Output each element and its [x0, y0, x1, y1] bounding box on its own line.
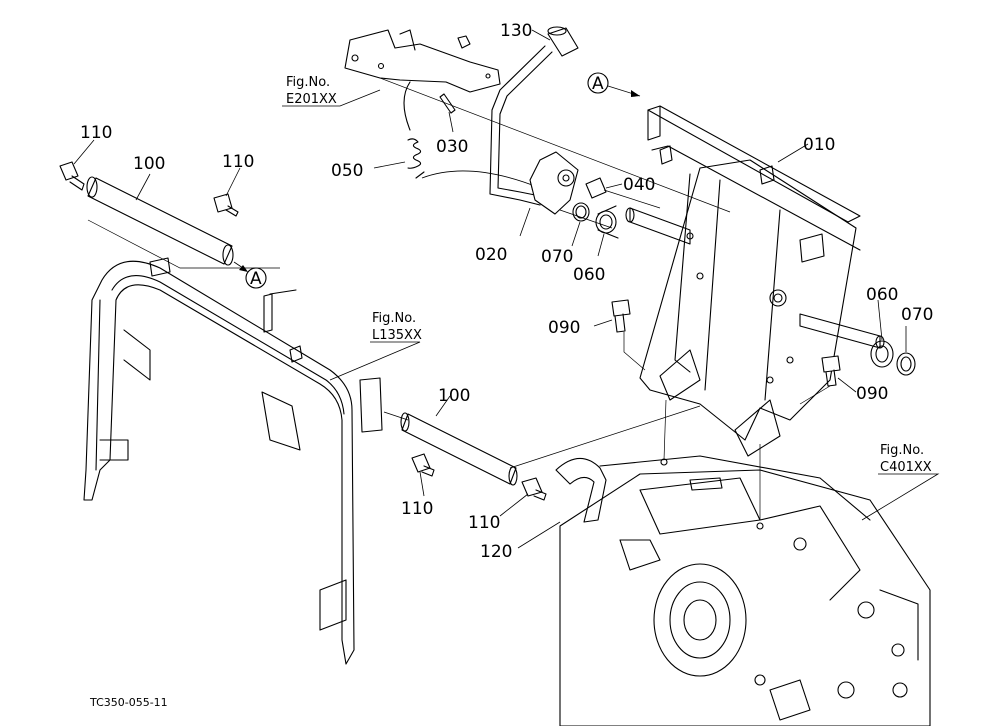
pin-030: [439, 93, 456, 114]
part-label-120: 120: [480, 542, 512, 562]
pipe-100-middle: [383, 411, 518, 486]
cross-shaft: [625, 207, 885, 349]
drawing-code: TC350-055-11: [89, 696, 168, 709]
reference-a-left: A: [233, 261, 267, 289]
part-label-110-bottom-left: 110: [401, 499, 433, 519]
part-label-090-left: 090: [548, 318, 580, 338]
bearing-060-top: [595, 205, 619, 239]
reference-a-left-label: A: [250, 269, 262, 289]
part-label-060-top: 060: [573, 265, 605, 285]
bolt-090-right: [821, 355, 841, 387]
snap-ring-070-right: [896, 352, 916, 376]
part-label-110-top-middle: 110: [222, 152, 254, 172]
bolt-110-top-middle: [213, 193, 239, 217]
grip-130: [547, 26, 579, 57]
fig-ref-e-label: Fig.No.: [286, 75, 330, 90]
part-label-050: 050: [331, 161, 363, 181]
frame-l135xx: [83, 257, 383, 665]
upper-link-plate: [344, 29, 501, 93]
part-label-070-top: 070: [541, 247, 573, 267]
collar-040: [585, 177, 607, 199]
fig-ref-l-code: L135XX: [372, 328, 422, 343]
bolt-110-bottom-right: [521, 477, 547, 501]
part-label-020: 020: [475, 245, 507, 265]
part-label-110-top-left: 110: [80, 123, 112, 143]
reference-a-top: A: [587, 72, 641, 97]
bolt-090-left: [611, 299, 631, 333]
lever-020: [489, 45, 579, 215]
bearing-060-right: [870, 340, 894, 368]
part-label-130: 130: [500, 21, 532, 41]
part-label-010: 010: [803, 135, 835, 155]
hook-120: [555, 457, 607, 523]
bolt-110-bottom-left: [411, 453, 435, 477]
bolt-110-top-left: [59, 161, 85, 191]
spring-050: [403, 81, 425, 179]
transmission-case-c401xx: [559, 399, 931, 726]
part-label-100-top: 100: [133, 154, 165, 174]
reference-a-top-label: A: [592, 74, 604, 94]
part-label-100-middle: 100: [438, 386, 470, 406]
part-label-090-right: 090: [856, 384, 888, 404]
part-label-060-right: 060: [866, 285, 898, 305]
fig-ref-l-label: Fig.No.: [372, 311, 416, 326]
part-label-110-bottom-right: 110: [468, 513, 500, 533]
snap-ring-070-top: [572, 202, 590, 222]
main-bracket-010: [639, 105, 861, 457]
fig-ref-c-label: Fig.No.: [880, 443, 924, 458]
pipe-100-top: [86, 176, 280, 269]
fig-ref-e-code: E201XX: [286, 92, 337, 107]
part-label-030: 030: [436, 137, 468, 157]
part-label-070-right: 070: [901, 305, 933, 325]
part-label-040: 040: [623, 175, 655, 195]
fig-ref-c-code: C401XX: [880, 460, 932, 475]
